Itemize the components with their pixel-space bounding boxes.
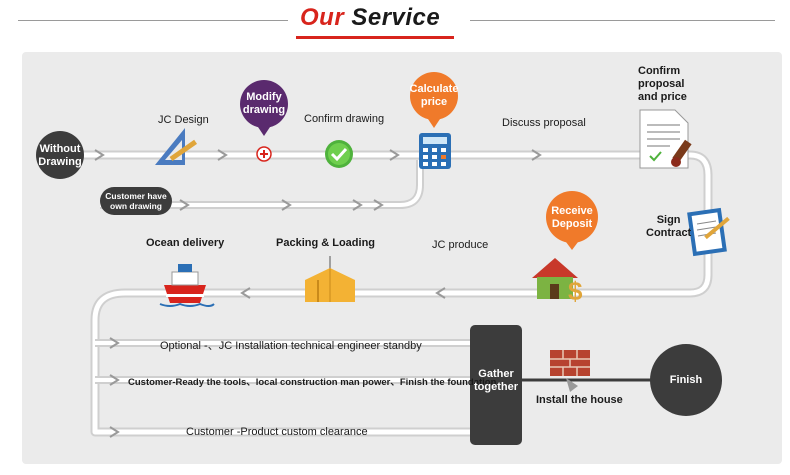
page-title: Our Service (300, 4, 441, 31)
title-rule-left (18, 20, 288, 21)
discuss-proposal-label: Discuss proposal (502, 117, 586, 129)
sign-contract-icon (687, 207, 730, 257)
customer-own-drawing-node (100, 187, 172, 215)
finish-label: Finish (669, 374, 703, 386)
optional-row-label: Optional -、JC Installation technical eng… (160, 340, 422, 352)
ocean-delivery-label: Ocean delivery (146, 237, 225, 249)
title-underline (296, 36, 454, 39)
finish-node (650, 344, 722, 416)
calculate-price-label: Calculate price (409, 83, 459, 108)
ship-icon (159, 264, 215, 307)
customer-own-drawing-label: Customer have own drawing (105, 191, 167, 211)
flow-arrows (94, 149, 542, 438)
check-icon (325, 140, 353, 168)
svg-text:$: $ (568, 276, 583, 306)
lower-rows (95, 339, 470, 384)
install-house-label: Install the house (536, 394, 623, 406)
title-bar: Our Service (0, 0, 790, 40)
house-dollar-icon: $ (532, 258, 583, 306)
plus-icon (256, 146, 272, 162)
proposal-document-icon (639, 109, 692, 169)
bricks-icon (550, 350, 590, 392)
without-drawing-node (36, 131, 84, 179)
calculator-icon (419, 133, 451, 169)
sign-contract-label: Sign Contract (646, 214, 692, 239)
modify-drawing-label: Modify drawing (242, 91, 286, 116)
customer-ready-row-label: Customer-Ready the tools、local construct… (128, 377, 497, 388)
receive-deposit-node (546, 191, 598, 250)
title-rule-right (470, 20, 775, 21)
confirm-drawing-label: Confirm drawing (304, 113, 385, 125)
jc-design-icon (155, 128, 198, 165)
packing-loading-label: Packing & Loading (276, 237, 376, 249)
without-drawing-label: Without Drawing (38, 143, 82, 168)
jc-produce-label: JC produce (432, 239, 489, 251)
calculate-price-node (410, 72, 458, 128)
receive-deposit-label: Receive Deposit (551, 205, 593, 230)
gather-together-label: Gather together (474, 368, 518, 393)
gather-together-node (470, 325, 522, 445)
packing-box-icon (305, 256, 355, 302)
jc-design-label: JC Design (158, 114, 209, 126)
confirm-proposal-label: Confirm proposal and price (638, 65, 687, 103)
customer-clearance-row-label: Customer -Product custom clearance (186, 426, 368, 438)
modify-drawing-node (240, 80, 288, 136)
